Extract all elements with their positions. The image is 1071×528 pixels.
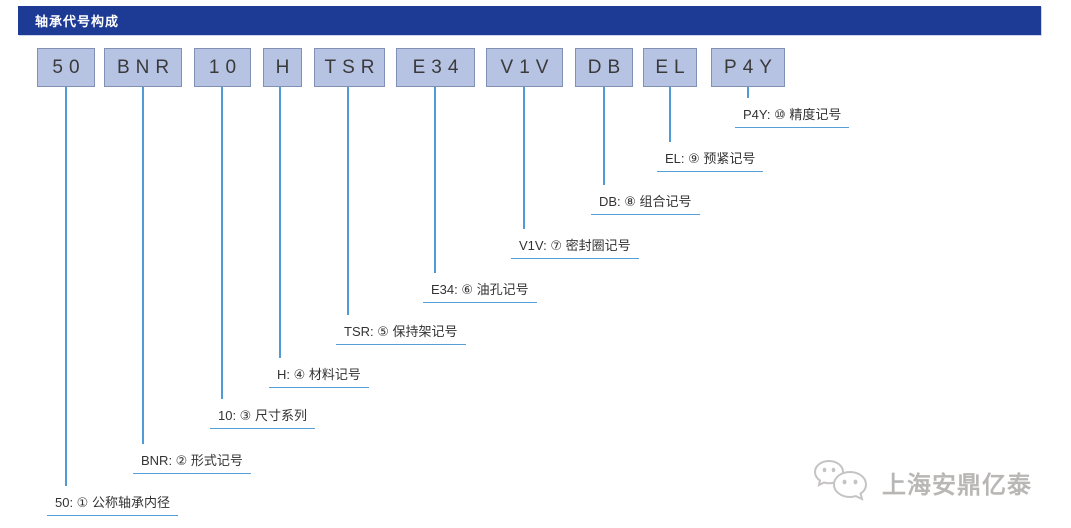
code-box-oilhole: E34 xyxy=(396,48,475,87)
wechat-logo-icon xyxy=(813,459,868,501)
label-text: E34: ⑥ 油孔记号 xyxy=(431,282,529,297)
label-preload: EL: ⑨ 预紧记号 xyxy=(657,148,764,172)
section-header: 轴承代号构成 xyxy=(18,6,1041,35)
code-box-label: 10 xyxy=(208,56,243,78)
code-box-label: TSR xyxy=(324,56,381,78)
code-box-label: EL xyxy=(655,56,691,78)
label-series: 10: ③ 尺寸系列 xyxy=(210,405,315,429)
connector-line-preload xyxy=(669,87,671,142)
section-title: 轴承代号构成 xyxy=(35,14,120,29)
connector-line-combo xyxy=(603,87,605,185)
code-box-cage: TSR xyxy=(314,48,385,87)
watermark: 上海安鼎亿泰 xyxy=(812,458,1032,506)
connector-line-bore xyxy=(65,87,67,486)
label-cage: TSR: ⑤ 保持架记号 xyxy=(336,321,466,345)
connector-line-material xyxy=(279,87,281,358)
code-box-label: DB xyxy=(587,56,627,78)
label-text: 50: ① 公称轴承内径 xyxy=(55,495,170,510)
label-text: EL: ⑨ 预紧记号 xyxy=(665,151,756,166)
code-box-label: P4Y xyxy=(724,56,778,78)
label-text: BNR: ② 形式记号 xyxy=(141,453,243,468)
watermark-text: 上海安鼎亿泰 xyxy=(882,471,1032,499)
label-text: P4Y: ⑩ 精度记号 xyxy=(743,107,842,122)
connector-line-seal xyxy=(523,87,525,229)
code-box-label: V1V xyxy=(500,56,555,78)
label-accuracy: P4Y: ⑩ 精度记号 xyxy=(735,104,850,128)
label-seal: V1V: ⑦ 密封圈记号 xyxy=(511,235,639,259)
code-box-type: BNR xyxy=(104,48,182,87)
code-box-label: BNR xyxy=(116,56,176,78)
connector-line-accuracy xyxy=(747,87,749,98)
code-box-combo: DB xyxy=(575,48,633,87)
label-text: V1V: ⑦ 密封圈记号 xyxy=(519,238,631,253)
code-box-preload: EL xyxy=(643,48,697,87)
label-text: DB: ⑧ 组合记号 xyxy=(599,194,692,209)
connector-line-cage xyxy=(347,87,349,315)
label-text: 10: ③ 尺寸系列 xyxy=(218,408,307,423)
code-box-label: 50 xyxy=(52,56,86,78)
label-text: H: ④ 材料记号 xyxy=(277,367,361,382)
code-box-accuracy: P4Y xyxy=(711,48,785,87)
code-box-seal: V1V xyxy=(486,48,563,87)
code-box-material: H xyxy=(263,48,302,87)
code-box-label: H xyxy=(275,56,296,78)
connector-line-oilhole xyxy=(434,87,436,273)
label-type: BNR: ② 形式记号 xyxy=(133,450,251,474)
connector-line-series xyxy=(221,87,223,399)
label-material: H: ④ 材料记号 xyxy=(269,364,369,388)
code-box-label: E34 xyxy=(412,56,465,78)
code-box-bore: 50 xyxy=(37,48,95,87)
label-bore: 50: ① 公称轴承内径 xyxy=(47,492,178,516)
label-text: TSR: ⑤ 保持架记号 xyxy=(344,324,458,339)
connector-line-type xyxy=(142,87,144,444)
code-box-series: 10 xyxy=(194,48,251,87)
label-oilhole: E34: ⑥ 油孔记号 xyxy=(423,279,537,303)
label-combo: DB: ⑧ 组合记号 xyxy=(591,191,700,215)
